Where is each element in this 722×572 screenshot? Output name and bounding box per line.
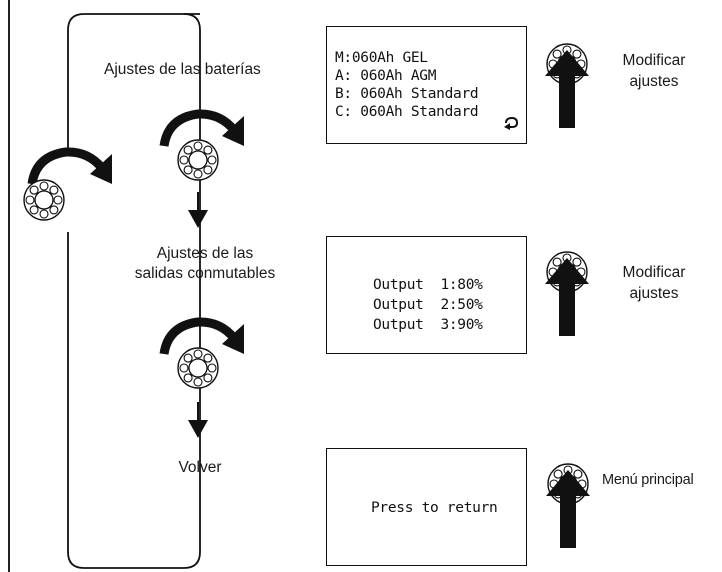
step-2-knob-icon[interactable] bbox=[170, 338, 230, 398]
press-arrow-2-icon bbox=[545, 258, 589, 336]
main-knob-icon[interactable] bbox=[18, 170, 78, 230]
step-1-down-arrow-icon bbox=[188, 192, 208, 228]
action-3-label: Menú principal bbox=[602, 472, 694, 488]
step-3-label: Volver bbox=[178, 459, 222, 476]
step-2-down-arrow-icon bbox=[188, 402, 208, 438]
screen-2-line-1: Output 1:80% bbox=[373, 277, 483, 293]
lcd-screen-outputs: Output 1:80% Output 2:50% Output 3:90% bbox=[326, 236, 527, 354]
press-arrow-1-icon bbox=[545, 50, 589, 128]
step-1-label: Ajustes de las baterías bbox=[104, 61, 261, 78]
screen-2-line-2: Output 2:50% bbox=[373, 297, 483, 313]
press-arrow-3-icon bbox=[546, 470, 590, 548]
lcd-screen-return: Press to return bbox=[326, 448, 527, 566]
screen-1-line-4: C: 060Ah Standard bbox=[335, 104, 479, 120]
step-1-knob-icon[interactable] bbox=[170, 130, 230, 190]
screen-1-line-1: M:060Ah GEL bbox=[335, 50, 428, 66]
curved-return-icon bbox=[504, 116, 519, 130]
step-2-label: Ajustes de las salidas conmutables bbox=[134, 245, 276, 282]
lcd-screen-batteries: M:060Ah GEL A: 060Ah AGM B: 060Ah Standa… bbox=[326, 26, 527, 144]
screen-1-line-2: A: 060Ah AGM bbox=[335, 68, 437, 84]
screen-1-line-3: B: 060Ah Standard bbox=[335, 86, 479, 102]
screen-2-line-3: Output 3:90% bbox=[373, 317, 483, 333]
screen-3-line-1: Press to return bbox=[371, 500, 498, 516]
page-left-border bbox=[8, 0, 10, 572]
